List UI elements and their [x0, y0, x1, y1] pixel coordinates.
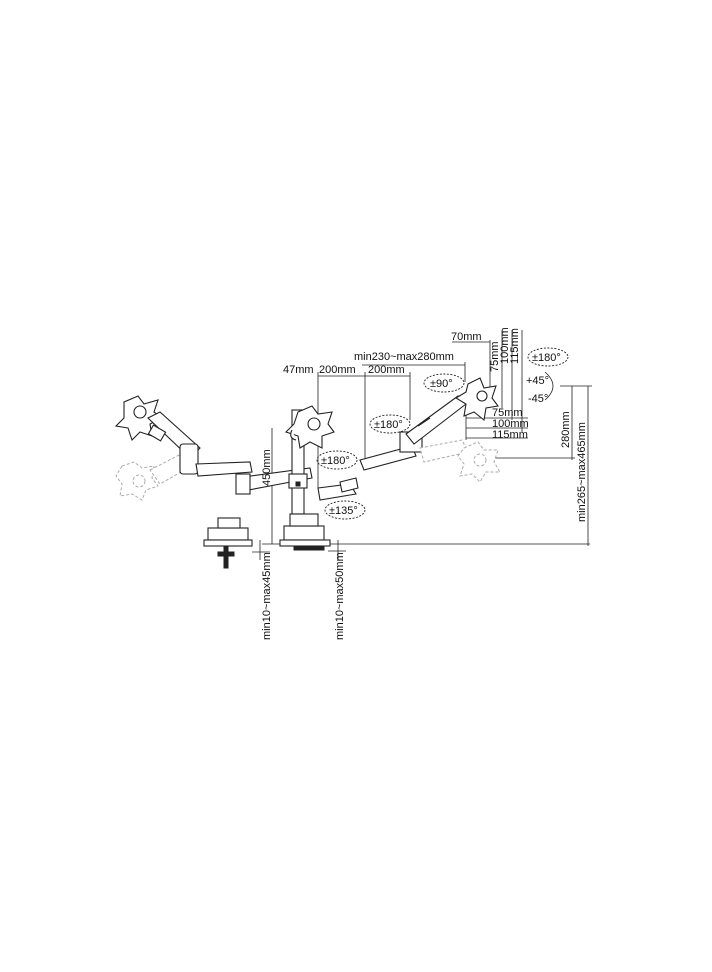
segment-b-label: 200mm	[368, 364, 405, 376]
tilt-up-label: +45°	[526, 375, 549, 387]
vesa-h1-label: 75mm	[492, 407, 523, 419]
desk-clamp-left	[203, 517, 253, 569]
tilt-down-label: -45°	[528, 393, 548, 405]
vesa-h2-label: 100mm	[492, 418, 529, 430]
rotation-135-label: ±135°	[329, 505, 358, 517]
vesa-v1-label: 75mm	[489, 341, 501, 372]
left-offset-label: 47mm	[283, 364, 314, 376]
height-range-label: min265~max465mm	[576, 422, 588, 522]
rotation-90-label: ±90°	[430, 378, 453, 390]
left-forearm	[147, 411, 201, 475]
right-monitor-ghost	[419, 439, 501, 483]
dimension-labels: 70mm min230~max280mm 47mm 200mm 200mm 75…	[261, 327, 588, 640]
center-monitor-plate	[284, 405, 335, 449]
rotation-top-label: ±180°	[532, 352, 561, 364]
clamp-range-label: min10~max45mm	[261, 552, 273, 640]
right-forearm	[405, 395, 467, 445]
dimension-lines	[252, 330, 592, 560]
rotation-180-arm-label: ±180°	[374, 419, 403, 431]
vesa-h3-label: 115mm	[492, 429, 528, 441]
vesa-v2-label: 100mm	[499, 327, 511, 364]
arm-span-label: min230~max280mm	[354, 351, 454, 363]
rotation-180-mid-label: ±180°	[321, 455, 350, 467]
tilt-offset-label: 70mm	[451, 331, 482, 343]
pole-height-label: 450mm	[261, 449, 273, 486]
lift-range-label: 280mm	[560, 411, 572, 448]
grommet-mount-center	[279, 513, 331, 551]
rotation-indicators	[316, 347, 569, 520]
vesa-v3-label: 115mm	[509, 328, 521, 364]
right-monitor-plate	[454, 377, 499, 422]
segment-a-label: 200mm	[319, 364, 356, 376]
grommet-range-label: min10~max50mm	[334, 552, 346, 640]
